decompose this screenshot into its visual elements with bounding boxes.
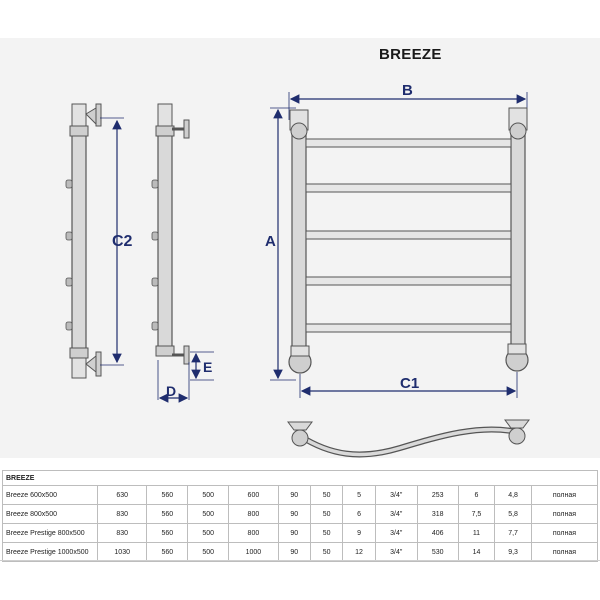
- table-cell: 830: [96, 523, 148, 543]
- side-view-left: [65, 103, 124, 379]
- table-cell: 406: [416, 523, 459, 543]
- table-cell: 500: [187, 542, 230, 562]
- model-name-cell: Breeze Prestige 1000x500: [2, 542, 98, 562]
- table-cell: 800: [228, 523, 279, 543]
- table-cell: 9,3: [494, 542, 532, 562]
- model-name-cell: Breeze Prestige 800x500: [2, 523, 98, 543]
- table-cell: 90: [277, 485, 311, 505]
- table-cell: 7,5: [457, 504, 496, 524]
- dimension-b-label: B: [402, 82, 413, 99]
- table-cell: 90: [277, 542, 311, 562]
- table-cell: 7,7: [494, 523, 532, 543]
- table-cell: 50: [309, 542, 344, 562]
- table-cell: 14: [457, 542, 496, 562]
- table-cell: 253: [416, 485, 459, 505]
- table-cell: полная: [530, 504, 599, 524]
- table-cell: 90: [277, 523, 311, 543]
- table-cell: 12: [342, 542, 376, 562]
- table-cell: 11: [457, 523, 496, 543]
- table-cell: 3/4": [374, 523, 418, 543]
- table-cell: 50: [309, 485, 344, 505]
- table-cell: 9: [342, 523, 376, 543]
- table-cell: 800: [228, 504, 279, 524]
- table-cell: 318: [416, 504, 459, 524]
- table-cell: 630: [96, 485, 148, 505]
- dimension-d-label: D: [166, 383, 176, 399]
- table-cell: 560: [146, 542, 189, 562]
- model-name-cell: Breeze 600x500: [2, 485, 98, 505]
- dimension-e-label: E: [203, 359, 212, 375]
- model-name-cell: Breeze 800x500: [2, 504, 98, 524]
- top-view: [287, 419, 530, 458]
- table-cell: 6: [457, 485, 496, 505]
- table-cell: 6: [342, 504, 376, 524]
- spec-table-header: BREEZE: [2, 470, 598, 486]
- technical-drawing: C2 D E: [65, 82, 530, 458]
- table-cell: 50: [309, 504, 344, 524]
- table-cell: 1000: [228, 542, 279, 562]
- table-cell: 500: [187, 504, 230, 524]
- table-cell: 560: [146, 504, 189, 524]
- table-cell: 560: [146, 523, 189, 543]
- table-cell: 3/4": [374, 542, 418, 562]
- table-cell: 3/4": [374, 485, 418, 505]
- front-view: [270, 92, 529, 398]
- dimension-a-label: A: [265, 233, 276, 250]
- table-cell: 830: [96, 504, 148, 524]
- bottom-divider: [0, 560, 600, 561]
- table-cell: 600: [228, 485, 279, 505]
- table-cell: 5,8: [494, 504, 532, 524]
- table-cell: 50: [309, 523, 344, 543]
- table-cell: 500: [187, 485, 230, 505]
- table-cell: полная: [530, 542, 599, 562]
- table-cell: 4,8: [494, 485, 532, 505]
- table-cell: 560: [146, 485, 189, 505]
- table-cell: 5: [342, 485, 376, 505]
- table-cell: полная: [530, 485, 599, 505]
- table-cell: 500: [187, 523, 230, 543]
- dimension-c1-label: C1: [400, 375, 419, 392]
- table-cell: 530: [416, 542, 459, 562]
- spec-table-title: BREEZE: [2, 470, 598, 486]
- table-cell: 90: [277, 504, 311, 524]
- page-title: BREEZE: [379, 46, 442, 63]
- table-cell: 1030: [96, 542, 148, 562]
- table-cell: 3/4": [374, 504, 418, 524]
- dimension-c2-label: C2: [112, 233, 133, 250]
- table-cell: полная: [530, 523, 599, 543]
- side-view-right: [151, 103, 214, 403]
